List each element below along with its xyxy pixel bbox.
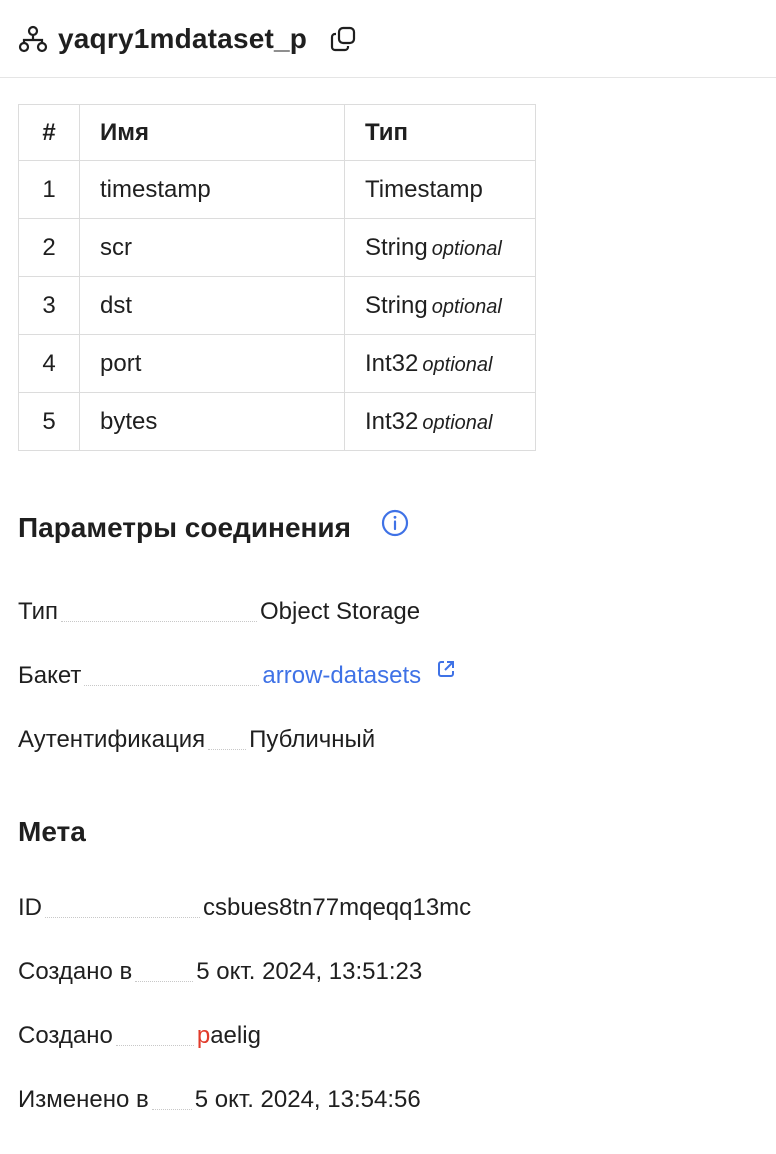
user-name: paelig <box>197 1022 261 1050</box>
connection-type-row: Тип Object Storage <box>18 598 420 626</box>
type-value: Int32 <box>365 407 419 435</box>
row-number: 3 <box>18 276 80 335</box>
property-value: csbues8tn77mqeqq13mc <box>203 894 472 921</box>
row-number: 4 <box>18 334 80 393</box>
dotted-leader <box>84 684 260 686</box>
column-type: Timestamp <box>344 160 536 219</box>
hierarchy-icon <box>18 24 48 54</box>
meta-section-title: Мета <box>18 816 86 847</box>
property-value: 5 окт. 2024, 13:51:23 <box>196 958 423 985</box>
row-number: 5 <box>18 392 80 451</box>
dotted-leader <box>208 748 247 750</box>
optional-badge: optional <box>422 353 493 376</box>
type-value: Int32 <box>365 349 419 377</box>
dotted-leader <box>151 1108 192 1110</box>
property-value: Object Storage <box>260 598 421 625</box>
meta-modified-at-row: Изменено в 5 окт. 2024, 13:54:56 <box>18 1086 421 1114</box>
copy-icon <box>331 26 356 51</box>
row-number: 1 <box>18 160 80 219</box>
page-header: yaqry1mdataset_p <box>0 0 776 78</box>
user-name-first-letter: p <box>196 1022 211 1049</box>
meta-created-at-row: Создано в 5 окт. 2024, 13:51:23 <box>18 958 422 986</box>
property-value: Публичный <box>249 726 376 753</box>
optional-badge: optional <box>431 295 502 318</box>
table-row: 1 timestamp Timestamp <box>18 160 536 219</box>
external-link-icon[interactable] <box>436 658 456 686</box>
column-header-type: Тип <box>344 104 536 161</box>
type-value: String <box>365 233 428 261</box>
property-label: Создано в <box>18 958 133 985</box>
connection-auth-row: Аутентификация Публичный <box>18 726 375 754</box>
bucket-link[interactable]: arrow-datasets <box>262 662 422 689</box>
column-name: bytes <box>79 392 345 451</box>
dotted-leader <box>135 980 194 982</box>
column-name: port <box>79 334 345 393</box>
property-label: Тип <box>18 598 59 625</box>
optional-badge: optional <box>422 411 493 434</box>
meta-created-by-row: Создано paelig <box>18 1022 261 1050</box>
row-number: 2 <box>18 218 80 277</box>
property-label: Изменено в <box>18 1086 149 1113</box>
dotted-leader <box>45 916 200 918</box>
column-header-name: Имя <box>79 104 345 161</box>
column-header-number: # <box>18 104 80 161</box>
column-name: timestamp <box>79 160 345 219</box>
property-value: 5 окт. 2024, 13:54:56 <box>194 1086 421 1113</box>
property-label: Бакет <box>18 662 82 689</box>
connection-section-title: Параметры соединения <box>18 509 409 547</box>
info-icon[interactable] <box>381 509 409 544</box>
connection-bucket-row: Бакет arrow-datasets <box>18 661 456 690</box>
column-name: dst <box>79 276 345 335</box>
column-name: scr <box>79 218 345 277</box>
meta-id-row: ID csbues8tn77mqeqq13mc <box>18 894 471 922</box>
user-name-rest: aelig <box>210 1022 261 1049</box>
connection-title-text: Параметры соединения <box>18 512 351 543</box>
type-value: String <box>365 291 428 319</box>
dotted-leader <box>115 1044 194 1046</box>
property-label: Аутентификация <box>18 726 206 753</box>
property-label: ID <box>18 894 42 921</box>
dotted-leader <box>61 620 258 622</box>
page-title: yaqry1mdataset_p <box>58 22 308 54</box>
bucket-link-wrapper: arrow-datasets <box>262 661 455 690</box>
table-header-row: # Имя Тип <box>18 104 536 161</box>
copy-button[interactable] <box>329 25 357 53</box>
type-value: Timestamp <box>365 175 483 203</box>
optional-badge: optional <box>431 237 502 260</box>
schema-table: # Имя Тип 1 timestamp Timestamp 2 scr St… <box>18 104 536 451</box>
property-label: Создано <box>18 1022 113 1049</box>
